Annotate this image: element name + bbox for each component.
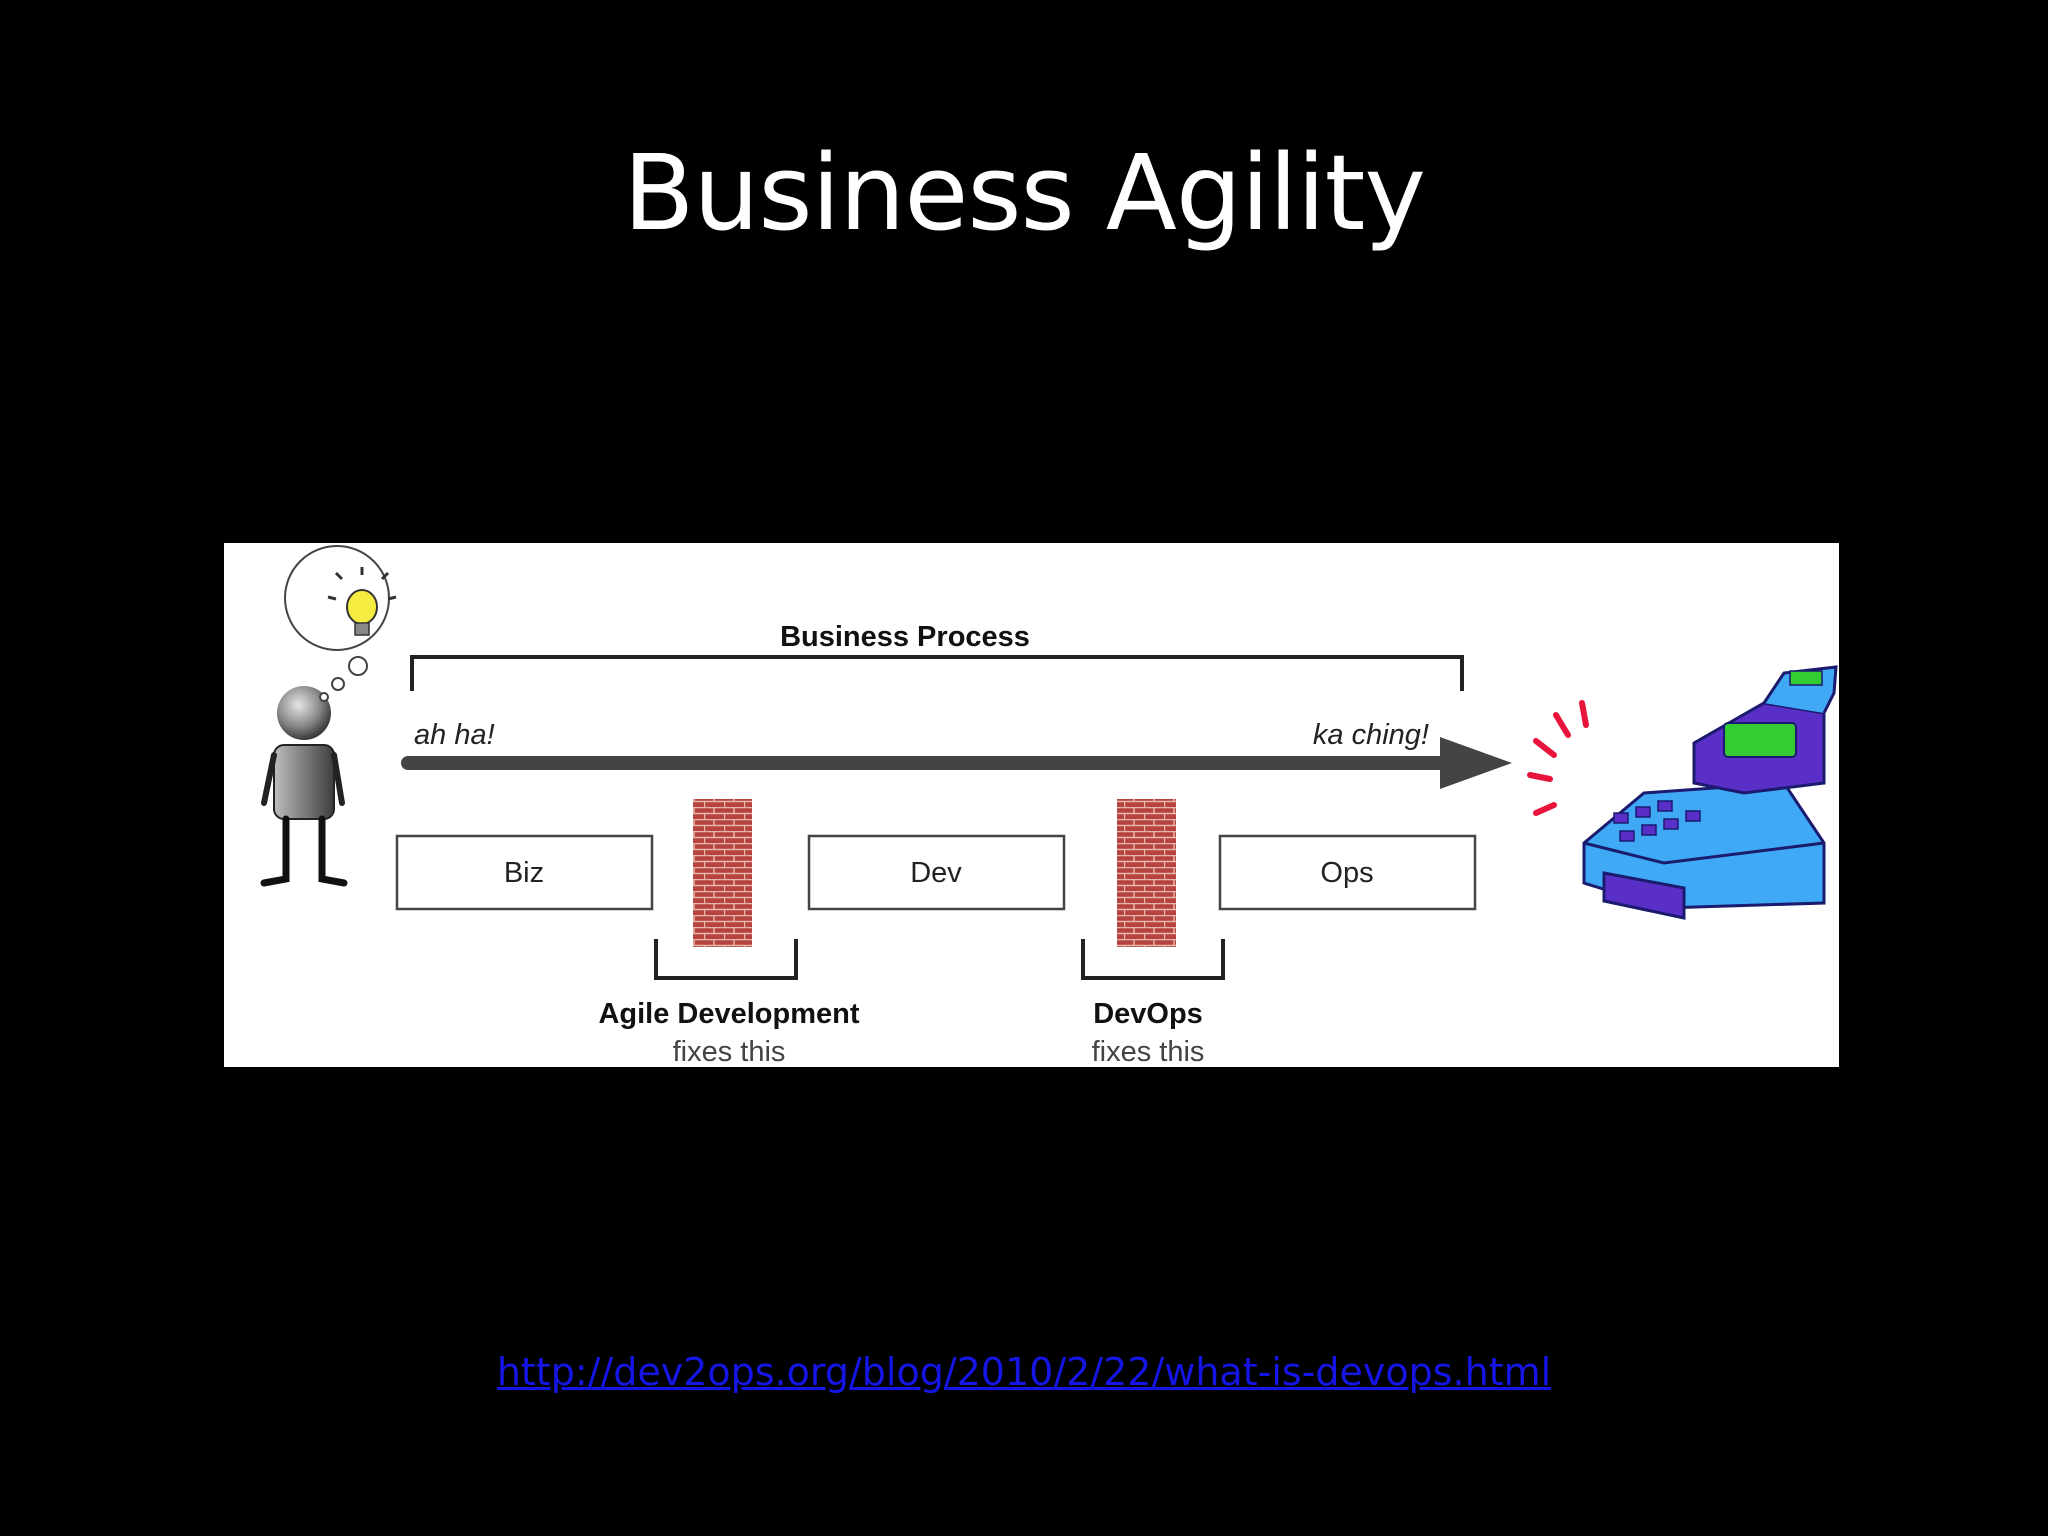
- devops-fix-title: DevOps: [1093, 998, 1203, 1030]
- diagram-canvas: Business Process ah ha! ka ching! Biz De…: [260, 545, 1838, 1067]
- stage-label-ops: Ops: [1320, 857, 1373, 889]
- start-label: ah ha!: [414, 719, 495, 751]
- stage-label-biz: Biz: [504, 857, 544, 889]
- devops-fix-bracket: [1081, 939, 1225, 980]
- slide-title: Business Agility: [623, 132, 1426, 254]
- stage-box-biz: Biz: [395, 834, 654, 911]
- cash-register-icon: [1527, 665, 1838, 920]
- source-link[interactable]: http://dev2ops.org/blog/2010/2/22/what-i…: [496, 1350, 1552, 1394]
- stage-label-dev: Dev: [910, 857, 962, 889]
- process-arrow: [401, 737, 1512, 789]
- business-process-label: Business Process: [780, 621, 1030, 653]
- lightbulb-icon: [327, 567, 397, 636]
- agile-fix-bracket: [654, 939, 798, 980]
- end-label: ka ching!: [1313, 719, 1429, 751]
- source-link-container: http://dev2ops.org/blog/2010/2/22/what-i…: [0, 1348, 2048, 1396]
- agile-fix-title: Agile Development: [598, 998, 859, 1030]
- person-icon: [260, 686, 348, 887]
- brick-wall-icon: [693, 799, 752, 947]
- devops-diagram: Business Process ah ha! ka ching! Biz De…: [224, 543, 1839, 1067]
- devops-fix-subtitle: fixes this: [1092, 1036, 1205, 1067]
- business-process-bracket: [410, 655, 1464, 691]
- brick-wall-icon: [1117, 799, 1176, 947]
- thought-bubble: [284, 545, 390, 702]
- stage-box-ops: Ops: [1218, 834, 1477, 911]
- agile-fix-subtitle: fixes this: [673, 1036, 786, 1067]
- stage-box-dev: Dev: [807, 834, 1066, 911]
